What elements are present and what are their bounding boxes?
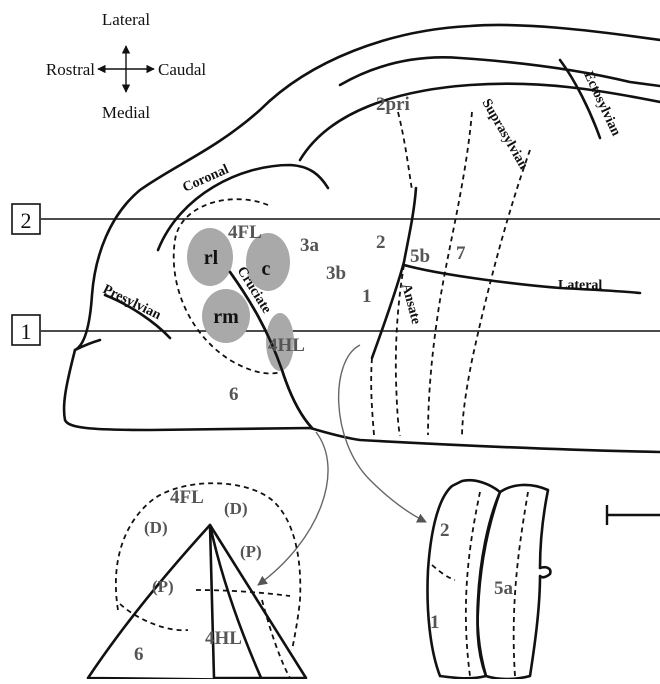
right-inset-5a-label: 5a xyxy=(494,578,514,599)
right-inset-area-border-2 xyxy=(432,565,455,580)
arrow-to-left-inset xyxy=(258,432,328,585)
lateral-sulcus xyxy=(404,265,640,293)
spot-rm-label: rm xyxy=(213,306,239,328)
section-label-2: 2 xyxy=(21,208,32,233)
section-label-1: 1 xyxy=(21,319,32,344)
brain-outline xyxy=(64,25,660,452)
area-7-label: 7 xyxy=(456,243,466,264)
left-inset-d-left-label: (D) xyxy=(144,518,168,537)
left-inset-6-border xyxy=(120,604,188,630)
area-7-caudal-border xyxy=(462,150,530,438)
suprasylvian-upper-sulcus xyxy=(340,57,660,86)
left-inset: 4FL (D) (D) (P) (P) 6 4HL xyxy=(88,483,306,679)
area-2pri-border xyxy=(398,112,412,190)
arrow-to-right-inset xyxy=(339,345,426,522)
hemisphere-outline xyxy=(64,25,660,452)
area-6-label: 6 xyxy=(229,384,239,405)
area-2pri-label: 2pri xyxy=(376,94,410,115)
right-inset-2-label: 2 xyxy=(440,520,450,541)
suprasylvian-label: Suprasylvian xyxy=(479,97,531,173)
area-1-label: 1 xyxy=(362,286,372,307)
connector-arrows xyxy=(258,345,426,585)
compass-lateral-label: Lateral xyxy=(102,10,150,29)
scale-bar xyxy=(606,505,660,525)
spot-rl-label: rl xyxy=(204,247,219,269)
right-inset-1-label: 1 xyxy=(430,612,440,633)
left-inset-section-1 xyxy=(88,525,262,679)
ansate-sulcus xyxy=(372,188,416,358)
right-inset: 2 5a 1 xyxy=(428,480,551,679)
orientation-compass: Lateral Rostral Caudal Medial xyxy=(46,10,207,122)
area-4fl-label: 4FL xyxy=(228,222,262,243)
compass-medial-label: Medial xyxy=(102,103,150,122)
outline-frontal-tip xyxy=(75,340,100,350)
spot-c-label: c xyxy=(262,258,271,280)
compass-caudal-label: Caudal xyxy=(158,60,206,79)
area-2-label: 2 xyxy=(376,232,386,253)
ansate-label: Ansate xyxy=(398,282,423,326)
presylvian-label: Presylvian xyxy=(100,282,163,323)
left-inset-4hl-label: 4HL xyxy=(205,628,242,649)
left-inset-6-label: 6 xyxy=(134,644,144,665)
left-inset-d-right-label: (D) xyxy=(224,499,248,518)
left-inset-4fl-label: 4FL xyxy=(170,487,204,508)
area-3b-label: 3b xyxy=(326,263,346,284)
right-inset-gyrus-left xyxy=(428,480,501,678)
area-4hl-label: 4HL xyxy=(268,335,305,356)
compass-rostral-label: Rostral xyxy=(46,60,95,79)
left-inset-p-border xyxy=(196,590,290,596)
left-inset-p-right-label: (P) xyxy=(240,542,262,561)
left-inset-caudal-border xyxy=(262,600,290,678)
area-3a-label: 3a xyxy=(300,235,320,256)
area-5b-label: 5b xyxy=(410,246,430,267)
right-inset-area-border-3 xyxy=(514,492,528,676)
area-1-border xyxy=(371,358,374,435)
lateral-label: Lateral xyxy=(558,278,602,293)
right-inset-gyrus-right xyxy=(477,485,550,679)
left-inset-p-left-label: (P) xyxy=(152,577,174,596)
